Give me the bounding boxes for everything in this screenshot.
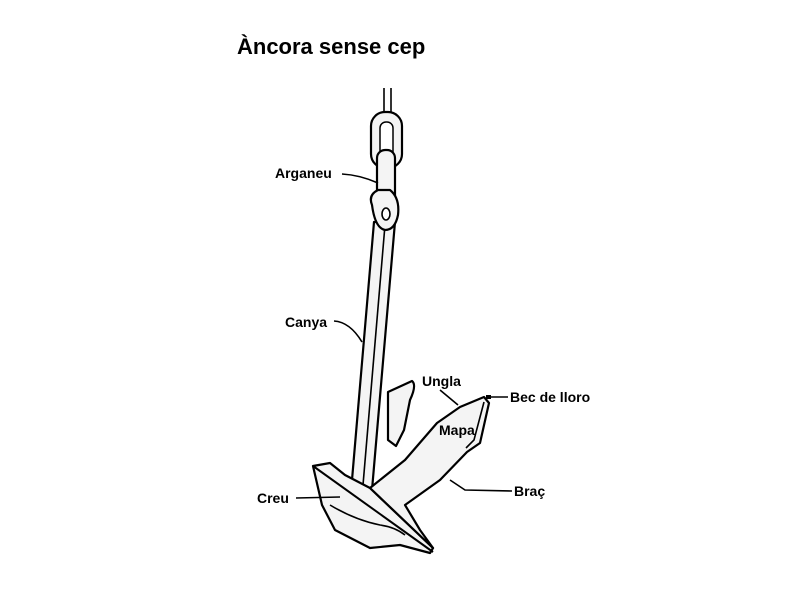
leader-ungla [439,389,459,406]
leader-canya [333,320,363,343]
leader-brac [449,479,513,492]
label-canya: Canya [285,314,327,330]
label-bec-de-lloro: Bec de lloro [510,389,590,405]
label-brac: Braç [514,483,545,499]
back-fluke [386,379,416,448]
diagram-title: Àncora sense cep [237,34,426,59]
front-arm [368,395,491,550]
leader-arganeu [341,173,379,184]
label-ungla: Ungla [422,373,461,389]
anchor-drawing [295,88,513,555]
label-arganeu: Arganeu [275,165,332,181]
leader-creu [295,496,341,499]
label-creu: Creu [257,490,289,506]
label-mapa: Mapa [439,422,475,438]
